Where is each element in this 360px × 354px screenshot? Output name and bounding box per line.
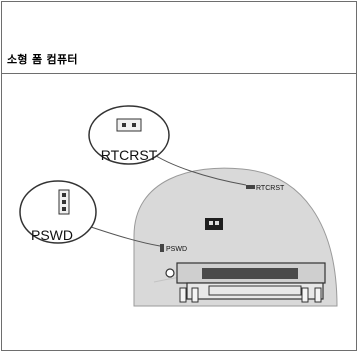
port-peg-right [314, 287, 322, 303]
pswd-pin [62, 207, 66, 211]
port-peg-left [179, 287, 187, 303]
rtc-callout-label: RTCRST [101, 147, 158, 163]
connector-pin [209, 221, 213, 225]
rtc-pin [122, 123, 126, 127]
jumper-diagram-cell: RTCRST PSWD RTCRST [2, 74, 356, 350]
port-peg-right [301, 287, 309, 303]
pswd-callout-label: PSWD [31, 227, 73, 243]
pswd-pin [62, 200, 66, 204]
parallel-port-face [202, 268, 298, 279]
center-connector [205, 218, 223, 230]
pswd-jumper [160, 244, 164, 252]
rtc-jumper [246, 185, 255, 189]
pswd-callout-bubble [19, 180, 97, 244]
board-label-rtcrst: RTCRST [256, 185, 285, 192]
port-peg-left [191, 287, 199, 303]
pswd-callout-leader [87, 225, 161, 247]
connector-pin [215, 221, 219, 225]
parallel-port-lip [208, 285, 302, 296]
rtc-pin [132, 123, 136, 127]
rtc-jumper-zoom [116, 118, 142, 132]
mounting-hole [165, 268, 175, 278]
board-label-pswd: PSWD [166, 246, 187, 253]
figure-table: 소형 폼 컴퓨터 RTCRST PSWD [1, 1, 357, 351]
rtc-callout-bubble [88, 105, 170, 165]
jumper-diagram: RTCRST PSWD RTCRST [19, 105, 338, 307]
page-title: 소형 폼 컴퓨터 [7, 53, 78, 66]
header-cell: 소형 폼 컴퓨터 [2, 2, 356, 74]
pswd-pin [62, 193, 66, 197]
